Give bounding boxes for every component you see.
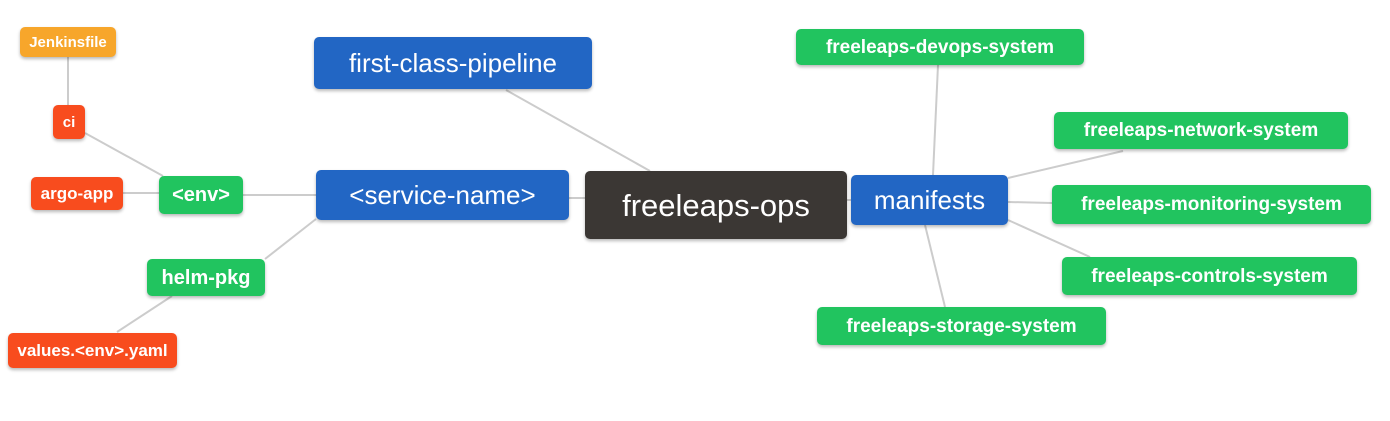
node-label: first-class-pipeline: [348, 48, 558, 78]
node-freeleaps-devops-system[interactable]: freeleaps-devops-system: [796, 29, 1084, 65]
edge-manifests-monitoring: [1007, 201, 1053, 204]
node-values-env-yaml[interactable]: values.<env>.yaml: [8, 333, 177, 368]
node-label: freeleaps-ops: [622, 187, 810, 223]
node-label: manifests: [873, 185, 986, 215]
node-manifests[interactable]: manifests: [851, 175, 1008, 225]
node-label: values.<env>.yaml: [17, 341, 168, 360]
node-freeleaps-network-system[interactable]: freeleaps-network-system: [1054, 112, 1348, 149]
node-freeleaps-storage-system[interactable]: freeleaps-storage-system: [817, 307, 1106, 345]
node-label: Jenkinsfile: [29, 33, 107, 51]
node-label: <env>: [172, 184, 230, 206]
node-freeleaps-monitoring-system[interactable]: freeleaps-monitoring-system: [1052, 185, 1371, 224]
node-helm-pkg[interactable]: helm-pkg: [147, 259, 265, 296]
edge-ci-env: [84, 132, 164, 177]
edge-helm-pkg-service-name: [264, 218, 317, 260]
node-label: helm-pkg: [161, 266, 251, 289]
node-label: ci: [62, 113, 76, 131]
edge-manifests-network: [1007, 150, 1124, 179]
edge-values-helm-pkg: [116, 295, 173, 333]
node-label: freeleaps-network-system: [1083, 120, 1319, 141]
edge-manifests-controls: [1007, 219, 1091, 258]
node-first-class-pipeline[interactable]: first-class-pipeline: [314, 37, 592, 89]
node-label: freeleaps-controls-system: [1091, 265, 1328, 287]
node-jenkinsfile[interactable]: Jenkinsfile: [20, 27, 116, 57]
node-argo-app[interactable]: argo-app: [31, 177, 123, 210]
node-label: freeleaps-monitoring-system: [1081, 194, 1342, 215]
node-freeleaps-controls-system[interactable]: freeleaps-controls-system: [1062, 257, 1357, 295]
node-label: freeleaps-devops-system: [825, 36, 1055, 58]
node-env[interactable]: <env>: [159, 176, 243, 214]
node-freeleaps-ops[interactable]: freeleaps-ops: [585, 171, 847, 239]
node-label: <service-name>: [349, 180, 536, 210]
edge-manifests-devops: [932, 64, 939, 176]
node-label: freeleaps-storage-system: [846, 315, 1077, 337]
edge-pipeline-freeleaps-ops: [505, 89, 651, 172]
node-label: argo-app: [40, 184, 114, 203]
edge-manifests-storage: [924, 224, 946, 308]
node-ci[interactable]: ci: [53, 105, 85, 139]
node-service-name[interactable]: <service-name>: [316, 170, 569, 220]
